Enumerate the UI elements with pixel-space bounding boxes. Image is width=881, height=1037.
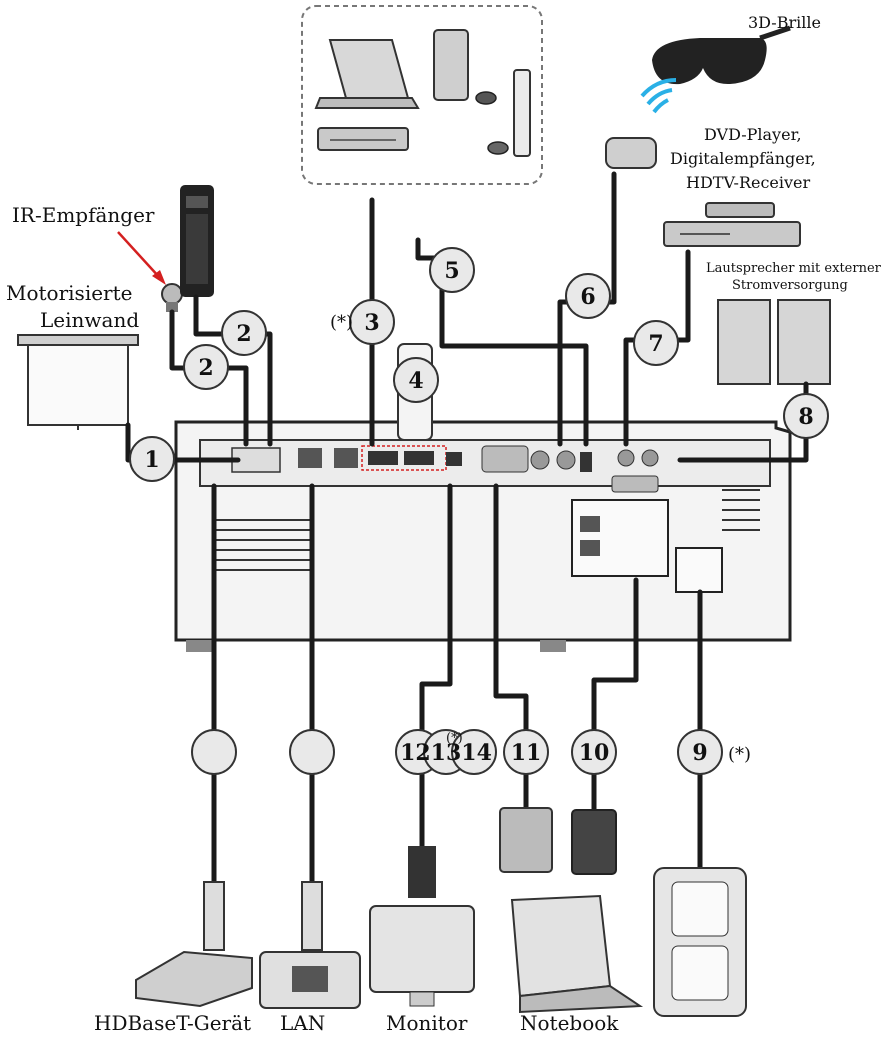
- badge-9: 9: [678, 730, 722, 774]
- asterisk-9-label: (*): [728, 744, 751, 765]
- speaker-label-line2: Stromversorgung: [732, 278, 848, 293]
- motor-screen-label-line1: Motorisierte: [6, 281, 132, 305]
- laptop-icon: [316, 40, 418, 108]
- slim-console-icon: [488, 70, 530, 156]
- svg-text:4: 4: [408, 368, 423, 394]
- svg-text:9: 9: [692, 740, 707, 766]
- badge-hdbaset: [192, 730, 236, 774]
- usb-receiver-icon: [606, 138, 656, 168]
- badge-2-remote: 2: [222, 311, 266, 355]
- hdbaset-label: HDBaseT-Gerät: [94, 1011, 251, 1035]
- svg-text:1: 1: [144, 447, 159, 473]
- notebook-label: Notebook: [520, 1011, 619, 1035]
- svg-text:7: 7: [648, 331, 663, 357]
- power-outlet-icon: [654, 868, 746, 1016]
- badge-1: 1: [130, 437, 174, 481]
- remote-control-icon: [180, 185, 214, 297]
- dvd-label-line1: DVD-Player,: [704, 125, 802, 144]
- svg-text:8: 8: [798, 404, 813, 430]
- badge-3: 3: [350, 300, 394, 344]
- motorized-screen-icon: [18, 335, 138, 430]
- badge-2-ir: 2: [184, 345, 228, 389]
- svg-text:5: 5: [444, 258, 459, 284]
- lan-label: LAN: [280, 1011, 325, 1035]
- notebook-icon: [500, 808, 640, 1012]
- motor-screen-label-line2: Leinwand: [40, 308, 139, 332]
- svg-text:2: 2: [236, 321, 251, 347]
- speaker-label-line1: Lautsprecher mit externer: [706, 261, 881, 276]
- glasses-label: 3D-Brille: [748, 13, 821, 32]
- svg-text:6: 6: [580, 284, 595, 310]
- badge-8: 8: [784, 394, 828, 438]
- asterisk-12-label: (*): [446, 731, 463, 746]
- game-console-icon: [434, 30, 496, 104]
- svg-text:3: 3: [364, 310, 379, 336]
- dvd-label-line3: HDTV-Receiver: [686, 173, 811, 192]
- dvd-label-line2: Digitalempfänger,: [670, 149, 816, 168]
- badge-5: 5: [430, 248, 474, 292]
- badge-10: 10: [572, 730, 616, 774]
- badge-lan: [290, 730, 334, 774]
- wireless-signal-icon: [642, 80, 676, 112]
- dvd-player-icon: [664, 203, 800, 246]
- hdbaset-device-icon: [136, 882, 252, 1006]
- badge-4: 4: [394, 358, 438, 402]
- ir-receiver-icon: [162, 284, 182, 312]
- vga-connector-icon: [572, 810, 616, 874]
- badge-6: 6: [566, 274, 610, 318]
- monitor-label: Monitor: [386, 1011, 468, 1035]
- lan-port-icon: [260, 882, 360, 1008]
- ir-receiver-label: IR-Empfänger: [12, 203, 155, 227]
- 3d-glasses-icon: [652, 28, 790, 84]
- badge-7: 7: [634, 321, 678, 365]
- svg-text:2: 2: [198, 355, 213, 381]
- disc-player-icon: [318, 128, 408, 150]
- asterisk-3-label: (*): [330, 312, 353, 333]
- source-devices-group: [302, 6, 542, 184]
- svg-text:11: 11: [511, 740, 542, 766]
- svg-text:10: 10: [579, 740, 610, 766]
- speakers-icon: [718, 300, 830, 384]
- badge-11: 11: [504, 730, 548, 774]
- monitor-icon: [370, 846, 474, 1006]
- ir-pointer-arrow: [118, 232, 160, 278]
